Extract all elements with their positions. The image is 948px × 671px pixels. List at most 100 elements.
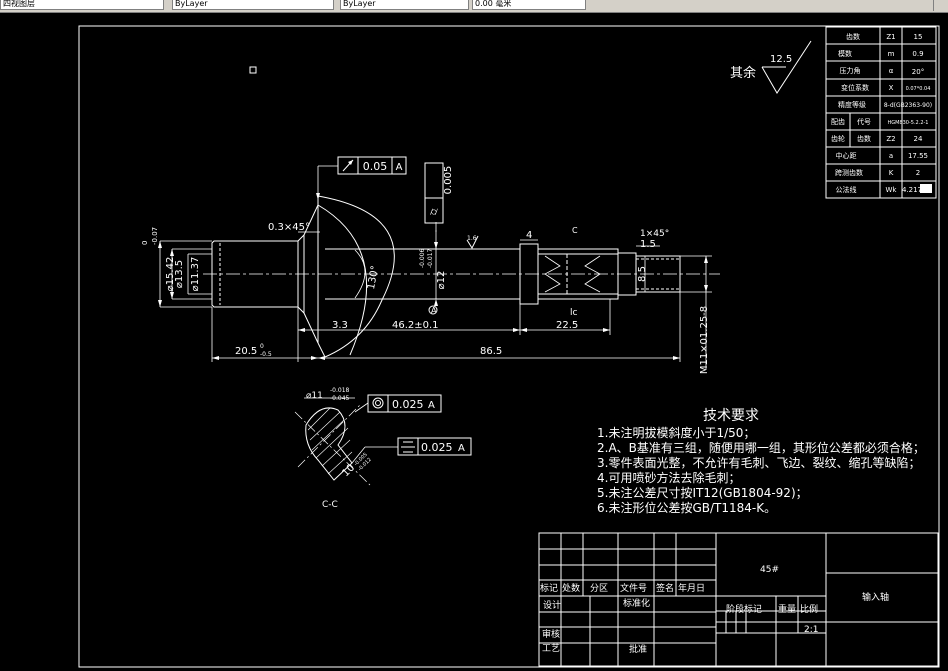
flatness-value: 0.005 bbox=[443, 166, 454, 195]
scale-value: 2:1 bbox=[804, 625, 818, 635]
symmetry-value: 0.025 bbox=[421, 441, 453, 454]
roughness-check-icon bbox=[466, 235, 479, 250]
chamfer-right: 1×45° bbox=[640, 229, 669, 239]
section-d-tol-lo: -0.045 bbox=[330, 395, 350, 402]
param-val: 0.07*0.04 bbox=[906, 86, 931, 92]
param-sym: Z1 bbox=[886, 33, 895, 41]
technical-requirements: 技术要求 1.未注明拔模斜度小于1/50； 2.A、B基准有三组，随便用哪一组，… bbox=[597, 408, 925, 515]
dim-46-2: 46.2±0.1 bbox=[392, 320, 439, 331]
dim-8-5: 8.5 bbox=[637, 266, 648, 282]
header-file: 文件号 bbox=[620, 582, 647, 594]
drawing-frame bbox=[78, 25, 940, 668]
flatness-tolerance-frame: 0.005 ⌭ bbox=[424, 162, 454, 224]
roughness-rest-symbol: 其余 12.5 bbox=[730, 40, 812, 94]
param-val: HGM830-5.2.2-1 bbox=[887, 120, 928, 126]
param-sym: 齿数 bbox=[857, 134, 871, 143]
dimension-arrows bbox=[158, 193, 708, 360]
dim-20-5-tol-up: 0 bbox=[260, 343, 264, 350]
point-marker bbox=[249, 66, 257, 74]
concentricity-value: 0.025 bbox=[392, 398, 424, 411]
dim-86-5: 86.5 bbox=[480, 346, 502, 357]
param-val: 8-d(GB2363-90) bbox=[884, 102, 932, 109]
section-cc: ⌀11 -0.018 -0.045 0.025 A 0.025 A 10 -0.… bbox=[294, 387, 472, 510]
d-left-mid: ⌀13.5 bbox=[174, 260, 185, 288]
requirement-item: 1.未注明拔模斜度小于1/50； bbox=[597, 425, 755, 440]
roughness-rest-value: 12.5 bbox=[770, 54, 792, 65]
head-angle: 130° bbox=[366, 265, 381, 291]
selection-highlight bbox=[920, 184, 932, 193]
datum-a-circle: A bbox=[431, 306, 437, 315]
d-left-inner: ⌀11.37 bbox=[190, 257, 201, 292]
symmetry-icon bbox=[401, 441, 415, 453]
gear-params-text: 齿数 Z1 15 模数 m 0.9 压力角 α 20° 变位系数 X 0.07*… bbox=[831, 32, 932, 194]
design-label: 设计 bbox=[543, 599, 561, 611]
param-sym: K bbox=[889, 169, 894, 177]
d-shaft: ⌀12 bbox=[436, 271, 447, 290]
param-label: 公法线 bbox=[836, 185, 857, 194]
weight-label: 重量 bbox=[778, 603, 796, 615]
layer-select[interactable]: 四视图层 bbox=[0, 0, 164, 10]
header-date: 年月日 bbox=[678, 582, 705, 594]
lineweight-select[interactable]: 0.00 毫米 bbox=[472, 0, 586, 10]
cylindricity-icon: ⌭ bbox=[430, 205, 438, 218]
section-label: C-C bbox=[322, 500, 338, 510]
color-select[interactable]: ByLayer bbox=[172, 0, 334, 10]
runout-datum: A bbox=[396, 162, 403, 173]
param-val: 4.217 bbox=[902, 186, 922, 194]
part-name: 输入轴 bbox=[862, 591, 889, 603]
param-sym: X bbox=[889, 84, 894, 92]
requirements-title: 技术要求 bbox=[703, 408, 759, 424]
symmetry-datum: A bbox=[458, 443, 465, 454]
chamfer-left: 0.3×45° bbox=[268, 222, 310, 233]
param-val: 0.9 bbox=[912, 50, 923, 58]
toolbar-scroll[interactable] bbox=[933, 0, 948, 11]
param-sym: 代号 bbox=[857, 117, 871, 126]
d-left-outer-tol-lo: -0.07 bbox=[151, 227, 159, 245]
roughness-1-6: 1.6 bbox=[467, 235, 477, 242]
stage-mark-label: 阶段标记 bbox=[726, 603, 762, 615]
param-label: 变位系数 bbox=[841, 83, 869, 92]
requirement-item: 2.A、B基准有三组，随便用哪一组，其形位公差都必须合格； bbox=[597, 440, 925, 455]
dim-20-5-tol-lo: -0.5 bbox=[260, 351, 272, 358]
d-left-outer-tol-up: 0 bbox=[141, 241, 149, 245]
dim-lc: lc bbox=[570, 308, 578, 318]
gear-params-table bbox=[825, 26, 937, 199]
d-shaft-tol-lo: -0.017 bbox=[427, 248, 434, 268]
runout-tolerance-frame: 0.05 A bbox=[337, 156, 407, 175]
concentricity-datum: A bbox=[428, 400, 435, 411]
param-label: 模数 bbox=[838, 49, 852, 58]
param-sym: Wk bbox=[886, 186, 898, 194]
param-val: 17.55 bbox=[908, 152, 928, 160]
dim-3-3: 3.3 bbox=[332, 320, 348, 331]
title-block-grid bbox=[538, 532, 939, 667]
standardize-label: 标准化 bbox=[623, 597, 650, 609]
toolbar: 四视图层 ByLayer ByLayer 0.00 毫米 bbox=[0, 0, 948, 13]
dim-1-5: 1.5 bbox=[640, 239, 656, 250]
param-sym: m bbox=[888, 50, 895, 58]
concentricity-icon bbox=[372, 397, 384, 409]
param-val2: 24 bbox=[914, 135, 923, 143]
section-d-tol-up: -0.018 bbox=[330, 387, 350, 394]
param-val: Z2 bbox=[886, 135, 895, 143]
requirement-item: 3.零件表面光整，不允许有毛刺、飞边、裂纹、缩孔等缺陷； bbox=[597, 455, 920, 470]
requirement-item: 4.可用喷砂方法去除毛刺； bbox=[597, 470, 740, 485]
roughness-rest-label: 其余 bbox=[730, 65, 756, 81]
thread-spec: M11×01.25-8 bbox=[699, 306, 710, 374]
param-label: 精度等级 bbox=[838, 100, 866, 109]
header-mark: 标记 bbox=[540, 582, 558, 594]
approve-label: 批准 bbox=[629, 643, 647, 655]
dim-4: 4 bbox=[526, 230, 532, 241]
review-label: 审核 bbox=[542, 628, 560, 640]
datum-circle-icon bbox=[428, 305, 438, 315]
param-label: 跨测齿数 bbox=[835, 168, 863, 177]
param-label: 中心距 bbox=[836, 151, 857, 160]
param-sym: a bbox=[889, 152, 893, 160]
c-label: C bbox=[572, 226, 578, 235]
linetype-select[interactable]: ByLayer bbox=[340, 0, 469, 10]
param-val: 20° bbox=[912, 68, 924, 76]
header-zone: 分区 bbox=[590, 583, 608, 594]
requirement-item: 5.未注公差尺寸按IT12(GB1804-92)； bbox=[597, 485, 808, 500]
shaft-outline bbox=[203, 195, 720, 358]
param-label: 齿数 bbox=[846, 32, 860, 41]
